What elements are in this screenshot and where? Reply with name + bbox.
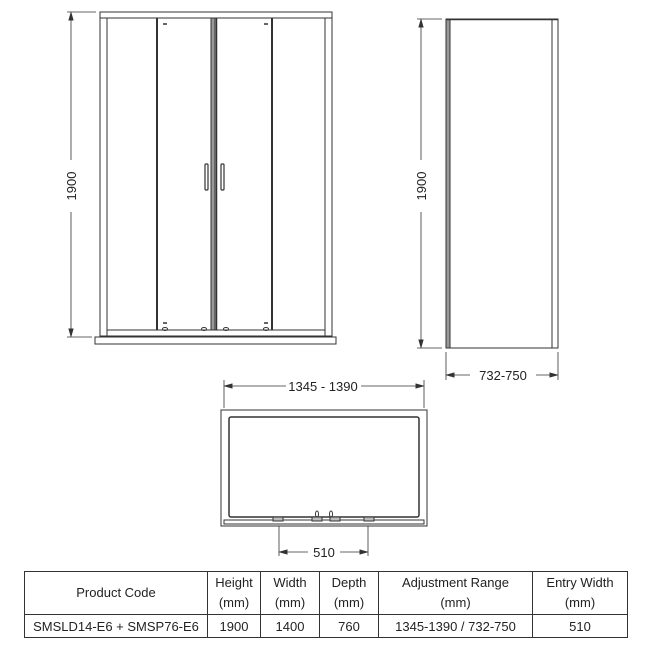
header-unit: (mm) xyxy=(333,595,365,610)
side-depth-label: 732-750 xyxy=(479,368,527,383)
cell-height: 1900 xyxy=(207,614,261,638)
front-height-label: 1900 xyxy=(64,172,79,201)
header-unit: (mm) xyxy=(564,595,596,610)
table-row: SMSLD14-E6 + SMSP76-E6 1900 1400 760 134… xyxy=(24,614,628,638)
top-width-label: 1345 - 1390 xyxy=(288,379,357,394)
front-view xyxy=(67,11,337,345)
header-unit: (mm) xyxy=(274,595,306,610)
spec-table: Product Code Height (mm) Width (mm) Depth (… xyxy=(24,571,628,638)
spec-table-header-row: Product Code Height (mm) Width (mm) Depth (… xyxy=(24,571,628,615)
header-product-code: Product Code xyxy=(24,571,208,615)
right-handle-icon xyxy=(220,163,225,191)
side-height-label: 1900 xyxy=(414,172,429,201)
header-unit: (mm) xyxy=(218,595,250,610)
technical-drawing: 1900 1900 732-750 xyxy=(64,11,559,560)
cell-product-code: SMSLD14-E6 + SMSP76-E6 xyxy=(24,614,208,638)
cell-adjustment-range: 1345-1390 / 732-750 xyxy=(378,614,533,638)
left-handle-icon xyxy=(204,163,209,191)
cell-depth: 760 xyxy=(319,614,379,638)
top-entry-label: 510 xyxy=(313,545,335,560)
header-label: Adjustment Range xyxy=(402,575,509,590)
header-label: Width xyxy=(273,575,307,590)
header-label: Product Code xyxy=(76,585,156,600)
cell-entry-width: 510 xyxy=(532,614,628,638)
header-width: Width (mm) xyxy=(260,571,320,615)
header-height: Height (mm) xyxy=(207,571,261,615)
header-label: Height xyxy=(215,575,253,590)
header-label: Entry Width xyxy=(546,575,614,590)
header-entry-width: Entry Width (mm) xyxy=(532,571,628,615)
header-adjustment-range: Adjustment Range (mm) xyxy=(378,571,533,615)
header-unit: (mm) xyxy=(440,595,471,610)
top-view xyxy=(220,380,428,556)
header-depth: Depth (mm) xyxy=(319,571,379,615)
header-label: Depth xyxy=(331,575,367,590)
cell-width: 1400 xyxy=(260,614,320,638)
side-view xyxy=(417,18,559,380)
